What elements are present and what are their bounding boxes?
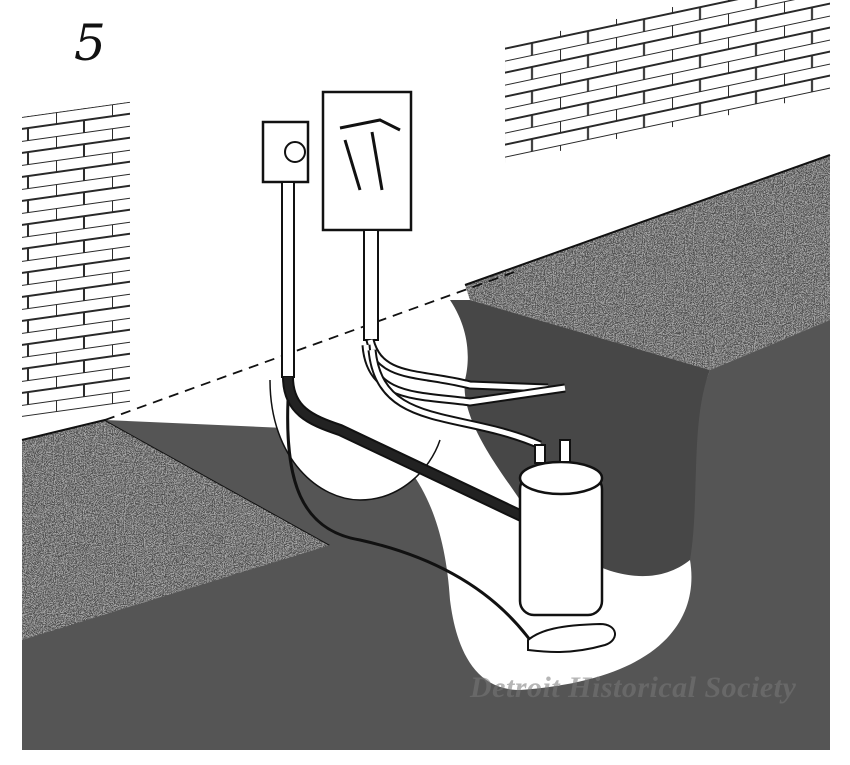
page-number: 5 — [74, 14, 106, 72]
watermark: Detroit Historical Society — [470, 671, 797, 704]
meter-icon — [261, 120, 310, 378]
cables — [282, 338, 566, 641]
brick-wall-right — [505, 0, 830, 163]
trench — [22, 300, 830, 750]
terminal-box-icon — [321, 90, 413, 341]
transformer-icon — [518, 439, 604, 617]
gravel-bank-right — [464, 154, 831, 370]
ground-rod-icon — [527, 622, 616, 654]
ground-level-line — [104, 269, 521, 421]
